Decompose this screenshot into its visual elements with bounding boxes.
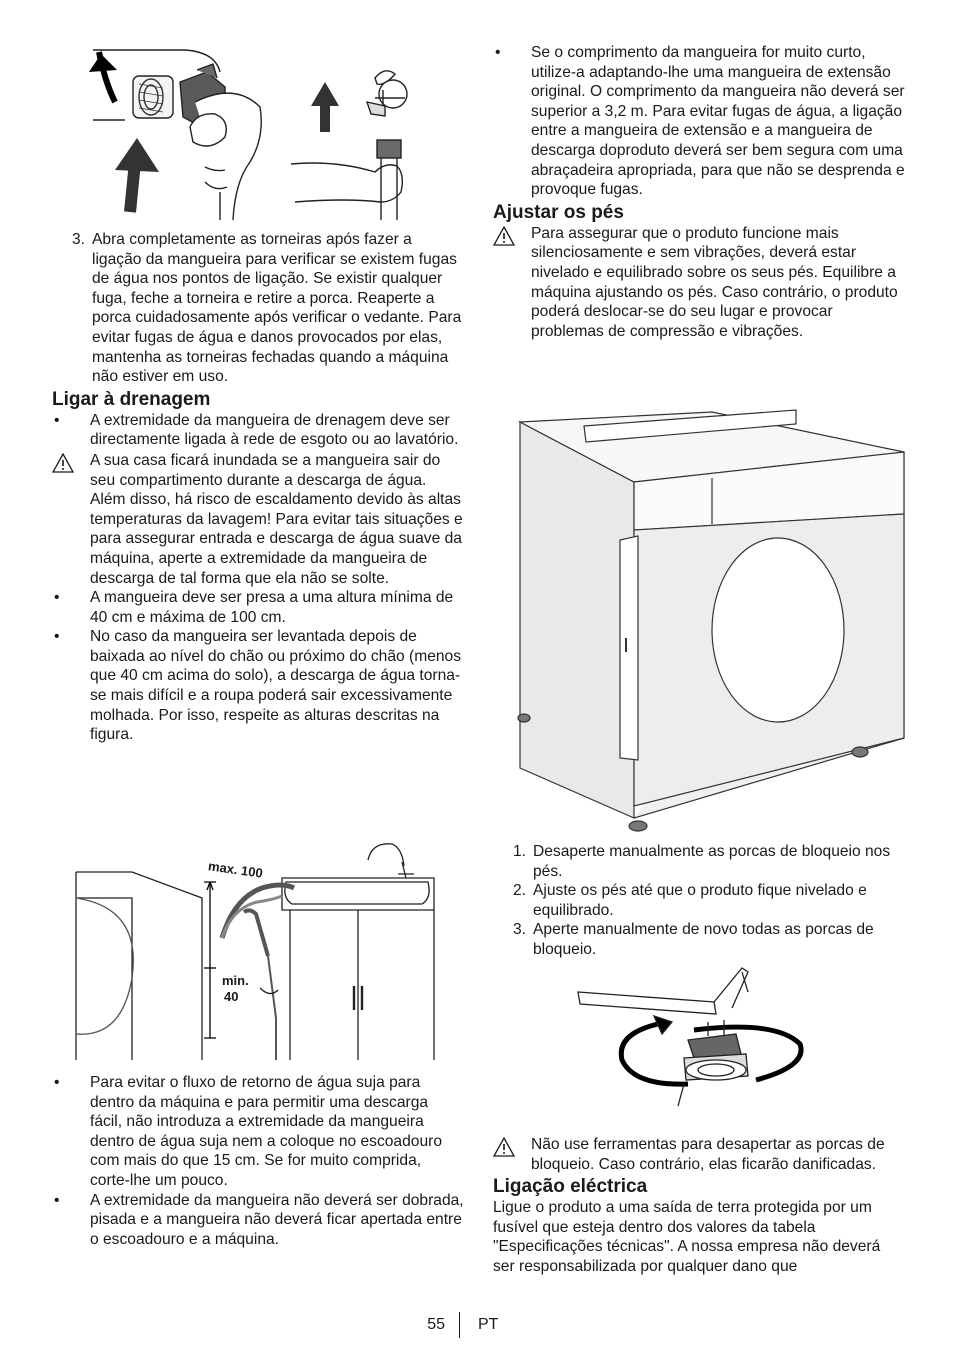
step-text: Ajuste os pés até que o produto fique ni… (533, 882, 867, 919)
step-text: Desaperte manualmente as porcas de bloqu… (533, 843, 891, 880)
feet-heading: Ajustar os pés (493, 201, 624, 223)
foot-step-1: 1. Desaperte manualmente as porcas de blo… (493, 842, 905, 881)
step-text: Aperte manualmente de novo todas as porc… (533, 921, 874, 958)
washing-machine-illustration (516, 408, 906, 836)
foot-step-3: 3. Aperte manualmente de novo todas as po… (493, 920, 905, 959)
tools-warning-text: Não use ferramentas para desapertar as p… (531, 1136, 885, 1173)
drain-bullet-2: A mangueira deve ser presa a uma altura … (52, 588, 464, 627)
foot-step-2: 2. Ajuste os pés até que o produto fique … (493, 881, 905, 920)
warning-triangle-icon (493, 225, 515, 246)
page-number: 55 (427, 1316, 445, 1333)
step-number: 3. (72, 231, 86, 248)
page-footer: 55 PT (0, 1312, 954, 1342)
step-text: Abra completamente as torneiras após faz… (92, 231, 462, 386)
drain-height-illustration: max. 100 min. 40 (72, 838, 436, 1060)
adjustable-foot-illustration (576, 958, 816, 1108)
drain-bullet-3: No caso da mangueira ser levantada depoi… (52, 627, 464, 745)
drain-heading: Ligar à drenagem (52, 388, 211, 410)
footer-divider (459, 1312, 460, 1338)
feet-warning: Para assegurar que o produto funcione ma… (493, 224, 905, 342)
warning-triangle-icon (52, 452, 74, 473)
language-code: PT (478, 1316, 499, 1333)
step-3: 3. Abra completamente as torneiras após f… (52, 230, 464, 387)
drain-bullet-5: A extremidade da mangueira não deverá se… (52, 1191, 464, 1250)
feet-warning-text: Para assegurar que o produto funcione ma… (531, 224, 898, 340)
step-number: 1. (513, 843, 527, 860)
drain-warning-text: A sua casa ficará inundada se a mangueir… (90, 451, 463, 587)
warning-triangle-icon (493, 1137, 515, 1157)
extension-hose-bullet: Se o comprimento da mangueira for muito … (493, 43, 905, 200)
tools-warning: Não use ferramentas para desapertar as p… (493, 1135, 905, 1174)
drain-bullet-1: A extremidade da mangueira de drenagem d… (52, 411, 464, 450)
electric-heading: Ligação eléctrica (493, 1176, 648, 1198)
drain-warning: A sua casa ficará inundada se a mangueir… (52, 451, 464, 588)
step-number: 3. (513, 921, 527, 939)
electric-text: Ligue o produto a uma saída de terra pro… (493, 1199, 881, 1275)
step-number: 2. (513, 882, 527, 900)
drain-bullet-4: Para evitar o fluxo de retorno de água s… (52, 1073, 464, 1191)
hose-connection-illustration (85, 42, 415, 220)
min-label-line1: min. (222, 973, 249, 988)
min-label-line2: 40 (224, 989, 239, 1004)
